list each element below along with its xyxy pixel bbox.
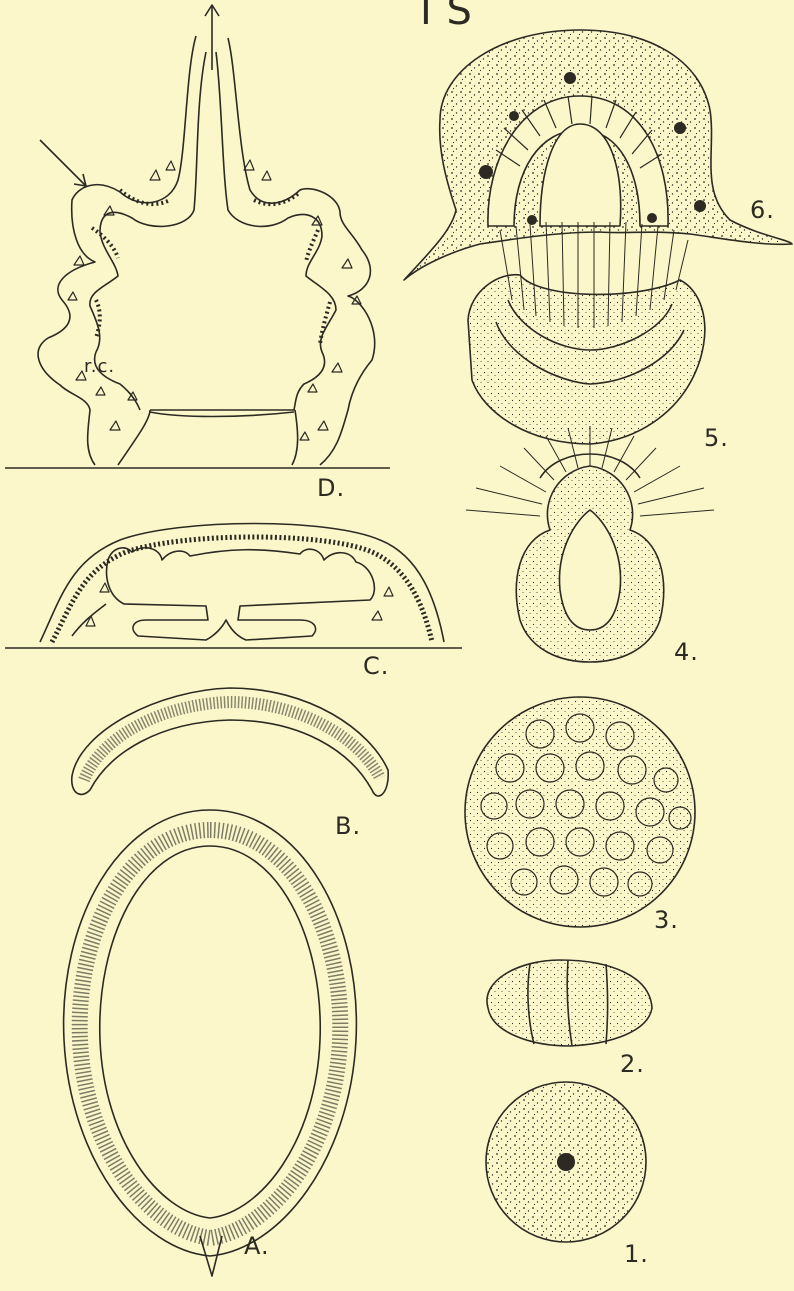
figure-label-5: 5. — [704, 424, 729, 452]
figure-b-drawing — [72, 688, 388, 796]
plate-header-fragment: I S — [420, 0, 473, 34]
figure-6-drawing — [404, 30, 792, 280]
figure-label-6: 6. — [750, 196, 775, 224]
figure-4-drawing — [466, 426, 714, 662]
figure-d-drawing — [5, 5, 390, 468]
figure-annotation-rc: r.c. — [84, 356, 115, 377]
figure-c-drawing — [5, 524, 462, 649]
figure-5-drawing — [468, 222, 705, 444]
figure-a-drawing — [64, 810, 357, 1276]
figure-label-2: 2. — [620, 1050, 645, 1078]
figure-label-b: B. — [335, 812, 361, 840]
figure-label-c: C. — [363, 652, 389, 680]
figure-3-drawing — [465, 697, 695, 927]
figure-label-1: 1. — [624, 1240, 649, 1268]
figure-label-4: 4. — [674, 638, 699, 666]
figure-label-a: A. — [244, 1232, 270, 1260]
figure-label-d: D. — [317, 474, 345, 502]
figure-2-drawing — [487, 960, 652, 1046]
figure-label-3: 3. — [654, 906, 679, 934]
figure-1-nucleus — [557, 1153, 575, 1171]
